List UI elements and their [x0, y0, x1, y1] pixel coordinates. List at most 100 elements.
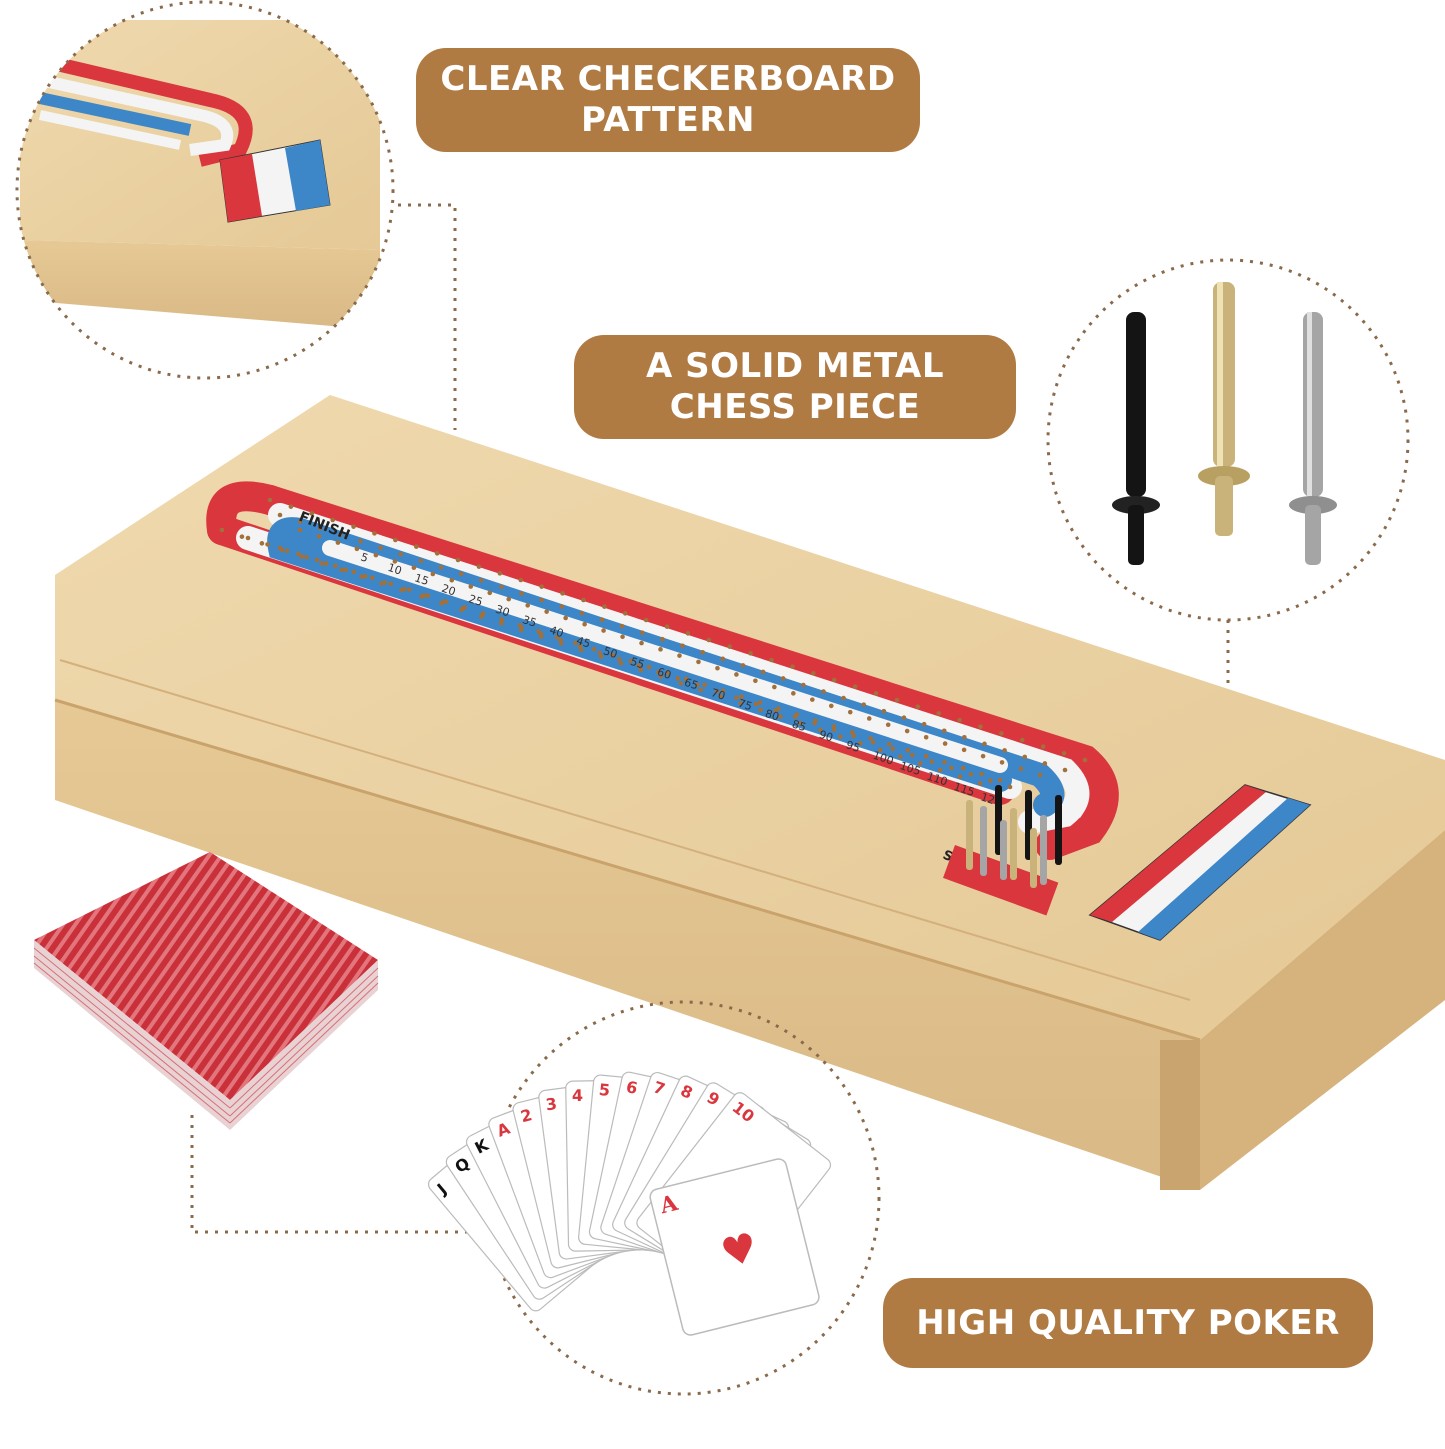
track-hole: [798, 721, 803, 726]
track-hole: [656, 669, 661, 675]
track-hole: [330, 517, 335, 523]
track-hole: [885, 722, 891, 728]
track-hole: [941, 728, 947, 734]
track-hole: [1020, 737, 1025, 743]
track-number: 65: [683, 676, 700, 693]
track-hole: [411, 565, 417, 570]
track-hole: [406, 587, 412, 592]
track-hole: [794, 712, 800, 717]
front-card: A ♥: [649, 1158, 820, 1336]
track-hole: [753, 678, 758, 684]
track-hole: [618, 661, 624, 666]
track-hole: [949, 765, 954, 771]
label-metal-piece-line2: CHESS PIECE: [669, 387, 921, 427]
track-hole: [698, 687, 704, 693]
track-hole: [821, 689, 826, 694]
track-hole: [921, 721, 927, 727]
track-number: 30: [494, 603, 511, 620]
track-hole: [616, 657, 622, 662]
track-hole: [438, 565, 444, 570]
track-number: 35: [521, 613, 538, 630]
track-hole: [421, 593, 427, 598]
track-hole: [539, 584, 544, 589]
label-poker-line1: HIGH QUALITY POKER: [916, 1302, 1340, 1343]
track-hole: [714, 688, 720, 694]
track-hole: [685, 631, 691, 636]
track-hole: [961, 747, 967, 753]
track-hole: [455, 557, 461, 563]
track-hole: [852, 684, 858, 689]
track-hole: [942, 759, 947, 765]
track-hole: [772, 684, 777, 690]
label-checkerboard-line1: CLEAR CHECKERBOARD: [440, 59, 896, 100]
track-hole: [468, 584, 474, 589]
track-number: 115: [952, 780, 976, 799]
pegs-closeup-circle: [1046, 258, 1410, 622]
track-number: 70: [710, 686, 727, 703]
track-number: 60: [656, 665, 673, 682]
track-hole: [999, 731, 1004, 736]
track-hole: [277, 512, 283, 518]
track-hole: [942, 741, 948, 746]
track-hole: [559, 604, 565, 609]
track-number: 55: [629, 655, 646, 672]
track-hole: [639, 640, 644, 646]
track-hole: [610, 652, 615, 658]
track-hole: [818, 727, 823, 733]
track-hole: [506, 596, 512, 602]
track-hole: [810, 697, 815, 702]
track-hole: [748, 651, 753, 656]
track-hole: [578, 647, 584, 653]
track-hole: [517, 623, 523, 628]
track-hole: [978, 724, 983, 729]
track-hole: [702, 682, 707, 688]
track-hole: [619, 623, 625, 629]
track-hole: [734, 695, 739, 700]
track-hole: [660, 636, 665, 642]
track-number: 80: [763, 707, 780, 724]
track-hole: [382, 580, 388, 585]
track-number: 90: [817, 728, 834, 745]
track-hole: [598, 654, 604, 659]
track-hole: [219, 527, 225, 533]
track-hole: [791, 691, 796, 696]
track-hole: [706, 637, 712, 643]
track-hole: [894, 697, 900, 703]
track-hole: [881, 708, 887, 714]
track-hole: [245, 535, 251, 541]
track-hole: [335, 540, 341, 545]
track-hole: [811, 671, 816, 676]
track-number: 45: [575, 634, 592, 651]
track-hole: [776, 706, 781, 711]
track-hole: [664, 624, 670, 629]
label-checkerboard: CLEAR CHECKERBOARD PATTERN: [416, 48, 920, 152]
track-hole: [1037, 772, 1043, 778]
track-hole: [917, 761, 923, 766]
track-hole: [636, 663, 642, 668]
track-hole: [267, 497, 273, 503]
track-hole: [778, 714, 783, 719]
track-hole: [696, 659, 701, 665]
track-hole: [861, 702, 867, 707]
track-hole: [1061, 751, 1067, 756]
track-hole: [1018, 766, 1024, 772]
peg-silver: [1289, 312, 1337, 565]
track-number: 100: [871, 749, 895, 768]
board-pegs: [943, 785, 1062, 916]
track-hole: [316, 533, 322, 539]
track-hole: [339, 567, 344, 573]
track-hole: [904, 728, 910, 734]
track-hole: [850, 730, 855, 735]
board-closeup-circle: [15, 0, 395, 380]
track-hole: [497, 571, 503, 576]
track-hole: [937, 767, 943, 773]
track-number: 25: [467, 592, 484, 609]
track-hole: [695, 682, 700, 688]
track-hole: [870, 740, 876, 745]
track-hole: [297, 527, 303, 533]
track-number: 50: [602, 644, 619, 661]
track-hole: [738, 701, 743, 706]
track-hole: [988, 778, 993, 783]
track-hole: [1042, 761, 1048, 766]
